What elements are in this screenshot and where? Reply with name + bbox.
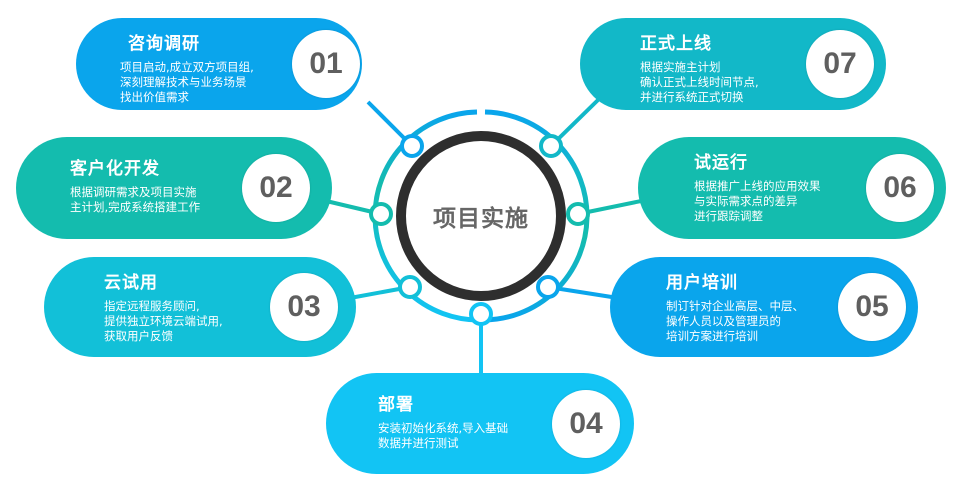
step-description-line: 指定远程服务顾问, (104, 299, 200, 313)
step-title: 用户培训 (666, 273, 738, 293)
step-description-line: 与实际需求点的差异 (694, 194, 798, 208)
step-description: 根据推广上线的应用效果 与实际需求点的差异 进行跟踪调整 (694, 179, 821, 224)
step-title: 咨询调研 (128, 34, 200, 54)
step-description-line: 进行跟踪调整 (694, 209, 763, 223)
step-description-line: 根据推广上线的应用效果 (694, 179, 821, 193)
node-06 (566, 202, 590, 226)
step-description: 指定远程服务顾问, 提供独立环境云端试用, 获取用户反馈 (104, 299, 223, 344)
step-description-line: 深刻理解技术与业务场景 (120, 75, 247, 89)
node-07 (539, 134, 563, 158)
step-number-badge: 01 (292, 30, 360, 98)
central-hub: 项目实施 (396, 131, 566, 301)
step-description-line: 制订针对企业高层、中层、 (666, 299, 804, 313)
step-description-line: 并进行系统正式切换 (640, 90, 744, 104)
step-description-line: 根据调研需求及项目实施 (70, 185, 197, 199)
step-title: 正式上线 (640, 34, 712, 54)
step-description-line: 找出价值需求 (120, 90, 189, 104)
step-description: 制订针对企业高层、中层、 操作人员以及管理员的 培训方案进行培训 (666, 299, 804, 344)
step-card-01: 咨询调研 项目启动,成立双方项目组, 深刻理解技术与业务场景 找出价值需求 01 (76, 18, 362, 110)
step-card-07: 正式上线 根据实施主计划 确认正式上线时间节点, 并进行系统正式切换 07 (580, 18, 886, 110)
step-title: 云试用 (104, 273, 158, 293)
step-title: 客户化开发 (70, 159, 160, 179)
step-number-badge: 04 (552, 390, 620, 458)
step-description-line: 确认正式上线时间节点, (640, 75, 759, 89)
step-number-badge: 06 (866, 154, 934, 222)
step-number-badge: 07 (806, 30, 874, 98)
node-02 (369, 202, 393, 226)
step-description-line: 获取用户反馈 (104, 329, 173, 343)
node-01 (400, 134, 424, 158)
step-card-06: 试运行 根据推广上线的应用效果 与实际需求点的差异 进行跟踪调整 06 (638, 137, 946, 239)
step-title: 部署 (378, 395, 414, 415)
step-card-05: 用户培训 制订针对企业高层、中层、 操作人员以及管理员的 培训方案进行培训 05 (610, 257, 918, 357)
step-card-02: 客户化开发 根据调研需求及项目实施 主计划,完成系统搭建工作 02 (16, 137, 332, 239)
step-title: 试运行 (694, 153, 748, 173)
step-description: 项目启动,成立双方项目组, 深刻理解技术与业务场景 找出价值需求 (120, 60, 254, 105)
step-description-line: 根据实施主计划 (640, 60, 721, 74)
step-card-03: 云试用 指定远程服务顾问, 提供独立环境云端试用, 获取用户反馈 03 (44, 257, 356, 357)
step-description-line: 安装初始化系统,导入基础 (378, 421, 509, 435)
step-description-line: 数据并进行测试 (378, 436, 459, 450)
node-05 (536, 275, 560, 299)
step-number-badge: 02 (242, 154, 310, 222)
step-description: 根据调研需求及项目实施 主计划,完成系统搭建工作 (70, 185, 200, 215)
node-03 (398, 275, 422, 299)
step-description: 根据实施主计划 确认正式上线时间节点, 并进行系统正式切换 (640, 60, 759, 105)
step-description-line: 主计划,完成系统搭建工作 (70, 200, 201, 214)
step-description-line: 提供独立环境云端试用, (104, 314, 223, 328)
step-description: 安装初始化系统,导入基础 数据并进行测试 (378, 421, 508, 451)
step-number-badge: 05 (838, 273, 906, 341)
step-description-line: 操作人员以及管理员的 (666, 314, 781, 328)
step-card-04: 部署 安装初始化系统,导入基础 数据并进行测试 04 (326, 373, 634, 474)
node-04 (469, 302, 493, 326)
step-number-badge: 03 (270, 273, 338, 341)
step-description-line: 培训方案进行培训 (666, 329, 758, 343)
hub-label: 项目实施 (433, 206, 529, 232)
step-description-line: 项目启动,成立双方项目组, (120, 60, 254, 74)
